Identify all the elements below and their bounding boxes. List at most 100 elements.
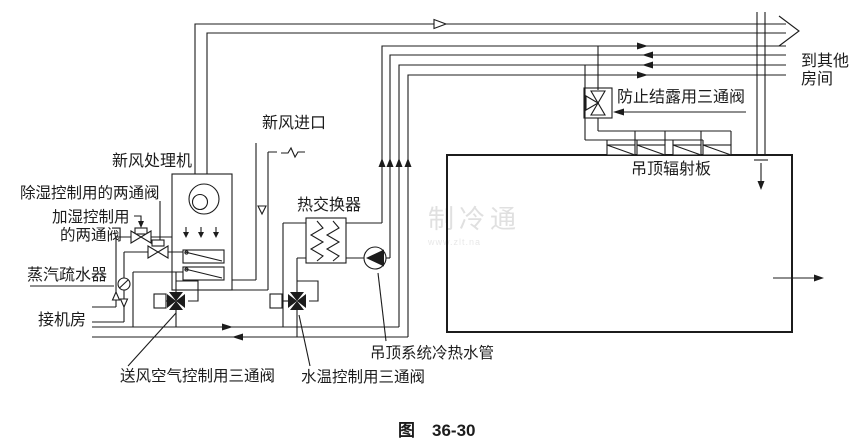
hx-left-bottom-pipe: [296, 257, 306, 292]
nozzle-arrow-2: [198, 232, 204, 238]
bottom-supply-arrow: [222, 323, 233, 331]
panel1-diagonal: [606, 144, 636, 156]
fan-scroll: [188, 183, 220, 215]
riser4-up-arrow: [404, 158, 412, 167]
water-temp-leader: [298, 314, 311, 367]
supply-air-valve-label: 送风空气控制用三通阀: [120, 367, 275, 385]
duct-line-outer: [194, 23, 786, 174]
fresh-air-inlet-duct: [232, 143, 305, 291]
valve-bottom-port: [590, 101, 606, 116]
coil1-diagonal: [184, 251, 223, 262]
x-right: [297, 294, 306, 308]
panel-header-supply: [598, 130, 732, 145]
duct-flow-arrow: [433, 18, 448, 30]
dehumid-valve-left: [147, 245, 160, 259]
leader-lines: [30, 201, 387, 367]
humid-valve-left: [130, 230, 143, 244]
flow-triangle-down: [119, 298, 129, 309]
watermark: 制冷通 www.zlt.na: [427, 204, 521, 247]
dehumid-valve-right: [156, 245, 169, 259]
x-bottom: [169, 301, 183, 310]
radiant-panel-label: 吊顶辐射板: [631, 160, 711, 178]
humidification-valve-label-2: 的两通阀: [60, 226, 122, 244]
room-supply-arrow: [757, 181, 765, 190]
humid-label-leader: [134, 215, 142, 222]
steam-trap-label: 蒸汽疏水器: [27, 266, 107, 284]
left-piping: [92, 227, 183, 327]
fresh-air-unit-label: 新风处理机: [112, 152, 192, 170]
anti-condensation-valve-label: 防止结露用三通阀: [617, 88, 745, 106]
figure-caption: 图 36-30: [398, 421, 475, 440]
valve-pointer-arrow: [613, 108, 624, 116]
humidification-valve: [130, 227, 152, 244]
water-main-2: [389, 54, 786, 258]
nozzle-arrow-3: [213, 232, 219, 238]
panel-header-return: [585, 139, 704, 145]
anti-condensation-valve-assembly: [583, 46, 746, 145]
riser3-up-arrow: [395, 158, 403, 167]
spray-nozzles: [183, 227, 219, 238]
hx-coil-zigzag-2: [325, 220, 341, 262]
steam-trap-slash: [119, 279, 129, 289]
heat-exchanger-label: 热交换器: [297, 196, 361, 214]
dehumidification-valve: [147, 239, 169, 259]
panel4-diagonal: [702, 144, 732, 156]
duct-break-squiggle: [281, 146, 305, 159]
caption-prefix: 图: [398, 421, 415, 440]
radiant-panels: [606, 144, 732, 156]
x-left: [167, 294, 176, 308]
bottom-mains: [92, 323, 408, 341]
supply-air-three-way-valve: [153, 272, 199, 327]
room-rect: [446, 154, 793, 333]
humid-valve-right: [139, 230, 152, 244]
flow-triangle-up: [111, 290, 121, 301]
supply-valve-leader: [127, 312, 177, 367]
valve-actuator: [153, 293, 167, 309]
coil2-port: [184, 267, 189, 272]
riser1-up-arrow: [378, 158, 386, 167]
fan-hub: [191, 193, 209, 211]
main2-flow-arrow: [642, 51, 653, 59]
to-other-rooms-label-1: 到其他: [801, 52, 849, 70]
bottom-return-arrow: [232, 333, 243, 341]
water-temp-three-way-valve: [269, 280, 319, 337]
heat-exchanger-assembly: [282, 217, 390, 327]
room-outline: [446, 154, 824, 333]
coil2-diagonal: [184, 268, 223, 279]
water-mains: [378, 42, 786, 337]
valve-actuator: [269, 293, 283, 309]
hx-coil-zigzag-1: [309, 220, 325, 262]
valve-bypass-loop: [297, 280, 319, 302]
main3-flow-arrow: [642, 61, 653, 69]
x-left: [288, 294, 297, 308]
watermark-text: 制冷通: [428, 204, 521, 234]
main4-flow-arrow: [637, 71, 648, 79]
panel2-diagonal: [636, 144, 666, 156]
main1-flow-arrow: [637, 42, 648, 50]
heat-exchanger-box: [305, 217, 347, 264]
to-other-rooms-label-2: 房间: [801, 70, 833, 88]
inlet-duct-lines: [232, 143, 277, 291]
x-right: [176, 294, 185, 308]
water-main-1: [381, 45, 786, 223]
water-temp-valve-label: 水温控制用三通阀: [301, 368, 425, 386]
x-top: [169, 292, 183, 301]
duct-line-inner: [206, 32, 786, 174]
water-main-3: [398, 64, 786, 327]
watermark-url: www.zlt.na: [427, 237, 481, 247]
riser2-up-arrow: [386, 158, 394, 167]
dehumid-valve-actuator: [151, 239, 165, 247]
coil1-port: [184, 250, 189, 255]
x-top: [290, 292, 304, 301]
hx-left-top-pipe: [282, 222, 306, 327]
fresh-air-unit: [171, 173, 233, 291]
nozzle-arrow-1: [183, 232, 189, 238]
humidification-valve-label-1: 加湿控制用: [52, 208, 130, 226]
ceiling-water-pipes-label: 吊顶系统冷热水管: [370, 344, 494, 362]
machine-room-label: 接机房: [38, 311, 86, 329]
humid-valve-actuator: [134, 227, 148, 235]
x-bottom: [290, 301, 304, 310]
dehumidification-valve-label: 除湿控制用的两通阀: [20, 184, 160, 202]
